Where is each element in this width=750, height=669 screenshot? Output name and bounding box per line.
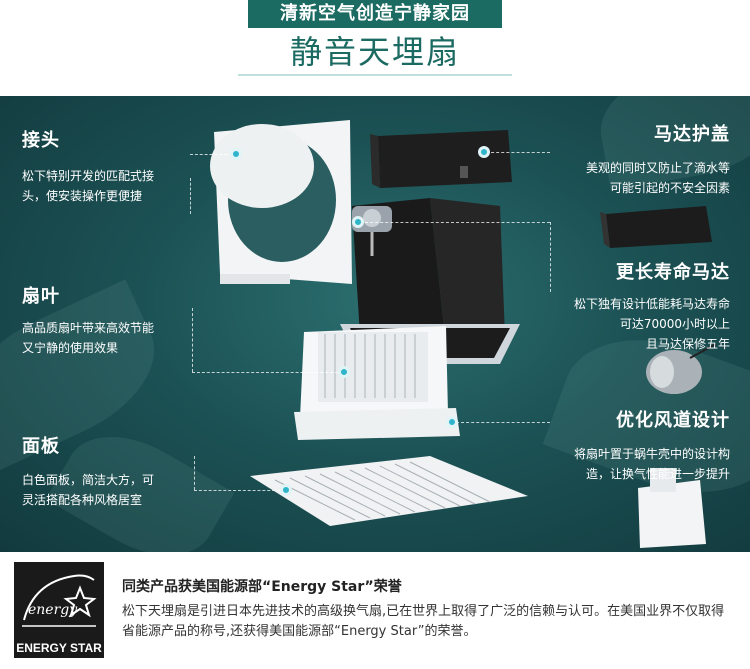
callout-heading-blade: 扇叶 xyxy=(22,286,60,307)
callout-desc-air-duct: 将扇叶置于蜗牛壳中的设计构 造，让换气性能进一步提升 xyxy=(573,447,730,481)
leader-line xyxy=(194,456,195,490)
fan-exploded-illustration xyxy=(210,120,717,548)
blade-wheel-illustration xyxy=(294,326,460,440)
callout-heading-long-life-motor: 更长寿命马达 xyxy=(616,262,730,283)
leader-line xyxy=(486,152,550,153)
leader-line xyxy=(550,222,551,292)
header: 清新空气创造宁静家园 静音天埋扇 xyxy=(0,0,750,96)
callout-dot-icon xyxy=(478,146,490,158)
footer-body: 松下天埋扇是引进日本先进技术的高级换气扇,已在世界上取得了广泛的信赖与认可。在美… xyxy=(122,604,725,639)
leader-line xyxy=(190,178,191,214)
callout-heading-connector: 接头 xyxy=(22,130,60,151)
callout-heading-air-duct: 优化风道设计 xyxy=(616,410,730,431)
callout-dot-icon xyxy=(280,484,292,496)
title-divider xyxy=(238,74,512,76)
motor-cover-detail-illustration xyxy=(600,206,712,248)
callout-heading-motor-cover: 马达护盖 xyxy=(654,124,730,145)
callout-desc-motor-cover: 美观的同时又防止了滴水等 可能引起的不安全因素 xyxy=(585,161,730,195)
product-diagram-panel: 接头 松下特别开发的匹配式接 头，使安装操作更便捷 扇叶 高品质扇叶带来高效节能… xyxy=(0,96,750,552)
scroll-detail-illustration xyxy=(638,468,706,548)
callout-dot-icon xyxy=(230,148,242,160)
callout-desc-connector: 松下特别开发的匹配式接 头，使安装操作更便捷 xyxy=(22,169,155,203)
callout-desc-blade: 高品质扇叶带来高效节能 又宁静的使用效果 xyxy=(22,321,155,355)
callout-heading-panel: 面板 xyxy=(22,436,60,457)
leader-line xyxy=(456,422,550,423)
callout-dot-icon xyxy=(352,216,364,228)
energy-star-icon: energy ENERGY STAR xyxy=(14,562,104,658)
slogan-banner: 清新空气创造宁静家园 xyxy=(248,0,502,28)
leader-line xyxy=(360,222,550,223)
energy-star-mark: energy xyxy=(22,574,97,627)
callout-dot-icon xyxy=(338,366,350,378)
energy-star-label: ENERGY STAR xyxy=(16,641,102,655)
leader-line xyxy=(192,372,338,373)
callout-dot-icon xyxy=(446,416,458,428)
footer-title: 同类产品获美国能源部“Energy Star”荣誉 xyxy=(122,579,402,595)
leader-line xyxy=(190,154,232,155)
callout-desc-long-life-motor: 松下独有设计低能耗马达寿命 可达70000小时以上 且马达保修五年 xyxy=(573,297,730,351)
leader-line xyxy=(194,490,280,491)
footer: energy ENERGY STAR 同类产品获美国能源部“Energy Sta… xyxy=(0,552,750,669)
leader-line xyxy=(192,308,193,372)
motor-detail-illustration xyxy=(646,343,717,394)
page-title: 静音天埋扇 xyxy=(289,33,460,71)
callout-desc-panel: 白色面板，简洁大方，可 灵活搭配各种风格居室 xyxy=(22,473,155,507)
energy-script-text: energy xyxy=(28,602,78,618)
connector-illustration xyxy=(210,120,352,284)
motor-cover-illustration xyxy=(370,130,512,188)
